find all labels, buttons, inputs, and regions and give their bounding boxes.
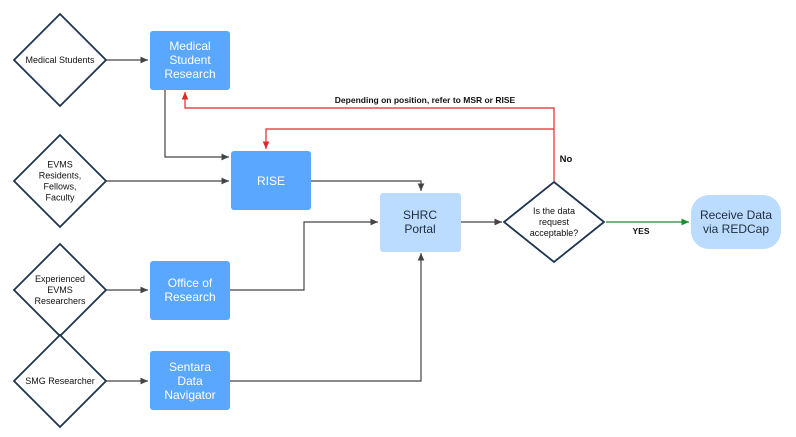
label-line: Faculty [45, 193, 75, 203]
label-line: Medical [169, 39, 210, 53]
edge-rise-to-shrc [311, 180, 425, 191]
label-line: SHRC [403, 208, 437, 222]
label-line: Research [164, 67, 215, 81]
label-line: Research [164, 290, 215, 304]
edge-label-yes: YES [632, 226, 649, 236]
label-line: RISE [257, 174, 285, 188]
label-line: Researchers [34, 296, 86, 306]
edge-office-to-shrc [230, 218, 378, 291]
label-line: Data [177, 374, 203, 388]
label-line: EVMS [47, 285, 73, 295]
svg-text:SMG Researcher: SMG Researcher [25, 376, 95, 386]
label-line: Medical Students [25, 55, 95, 65]
edge-decision-no-to-rise [262, 128, 554, 149]
edge-label-refer: Depending on position, refer to MSR or R… [335, 95, 516, 105]
label-line: SMG Researcher [25, 376, 95, 386]
label-line: acceptable? [530, 228, 579, 238]
label-line: Office of [168, 276, 213, 290]
label-line: Experienced [35, 274, 85, 284]
label-line: Sentara [169, 360, 211, 374]
label-line: Is the data [533, 206, 575, 216]
label-line: Residents, [39, 171, 82, 181]
box-rise[interactable]: RISE [231, 151, 311, 210]
svg-text:RISE: RISE [257, 174, 285, 188]
label-line: Navigator [164, 388, 215, 402]
svg-text:Medical Students: Medical Students [25, 55, 95, 65]
label-line: via REDCap [703, 222, 769, 236]
edge-decision-no-to-msr [181, 92, 555, 181]
edge-label-no: No [560, 154, 573, 165]
label-line: Portal [404, 222, 435, 236]
edge-sentara-to-shrc [230, 253, 425, 382]
diamond-smg-researcher[interactable]: SMG Researcher [12, 333, 108, 429]
edge-msr-to-rise [164, 90, 229, 161]
label-line: Fellows, [43, 182, 76, 192]
label-line: request [539, 217, 570, 227]
label-line: EVMS [47, 160, 73, 170]
label-line: Student [169, 53, 211, 67]
label-line: Receive Data [700, 208, 772, 222]
diamond-medical-students[interactable]: Medical Students [12, 12, 108, 108]
connectors [106, 56, 689, 385]
